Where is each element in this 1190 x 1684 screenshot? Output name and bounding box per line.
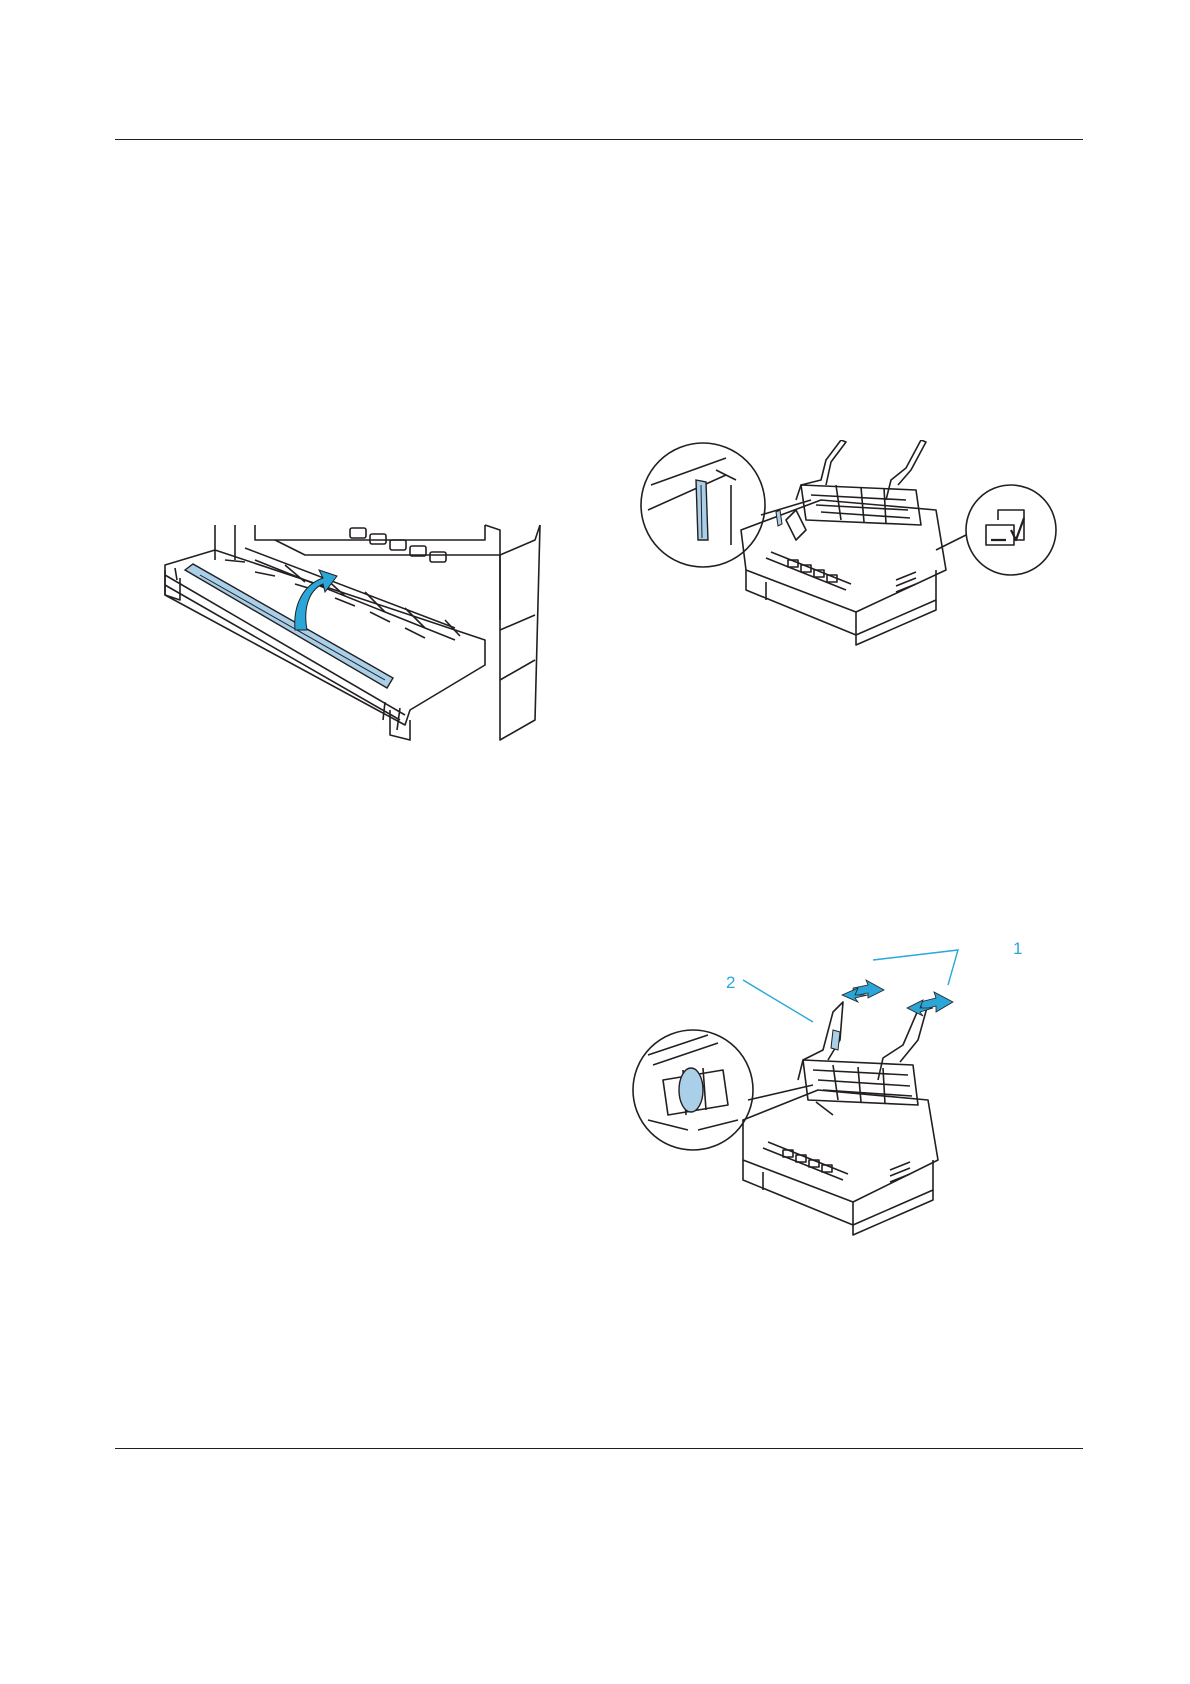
header-rule: [115, 139, 1083, 140]
edge-guides-figure: 1 2: [628, 940, 1088, 1280]
printer-sheet-feeder-figure: [636, 440, 1086, 690]
footer-rule: [115, 1448, 1083, 1449]
callout-label-1: 1: [1013, 940, 1022, 958]
callout-label-2: 2: [726, 973, 735, 992]
paper-guide-figure: [155, 520, 555, 760]
